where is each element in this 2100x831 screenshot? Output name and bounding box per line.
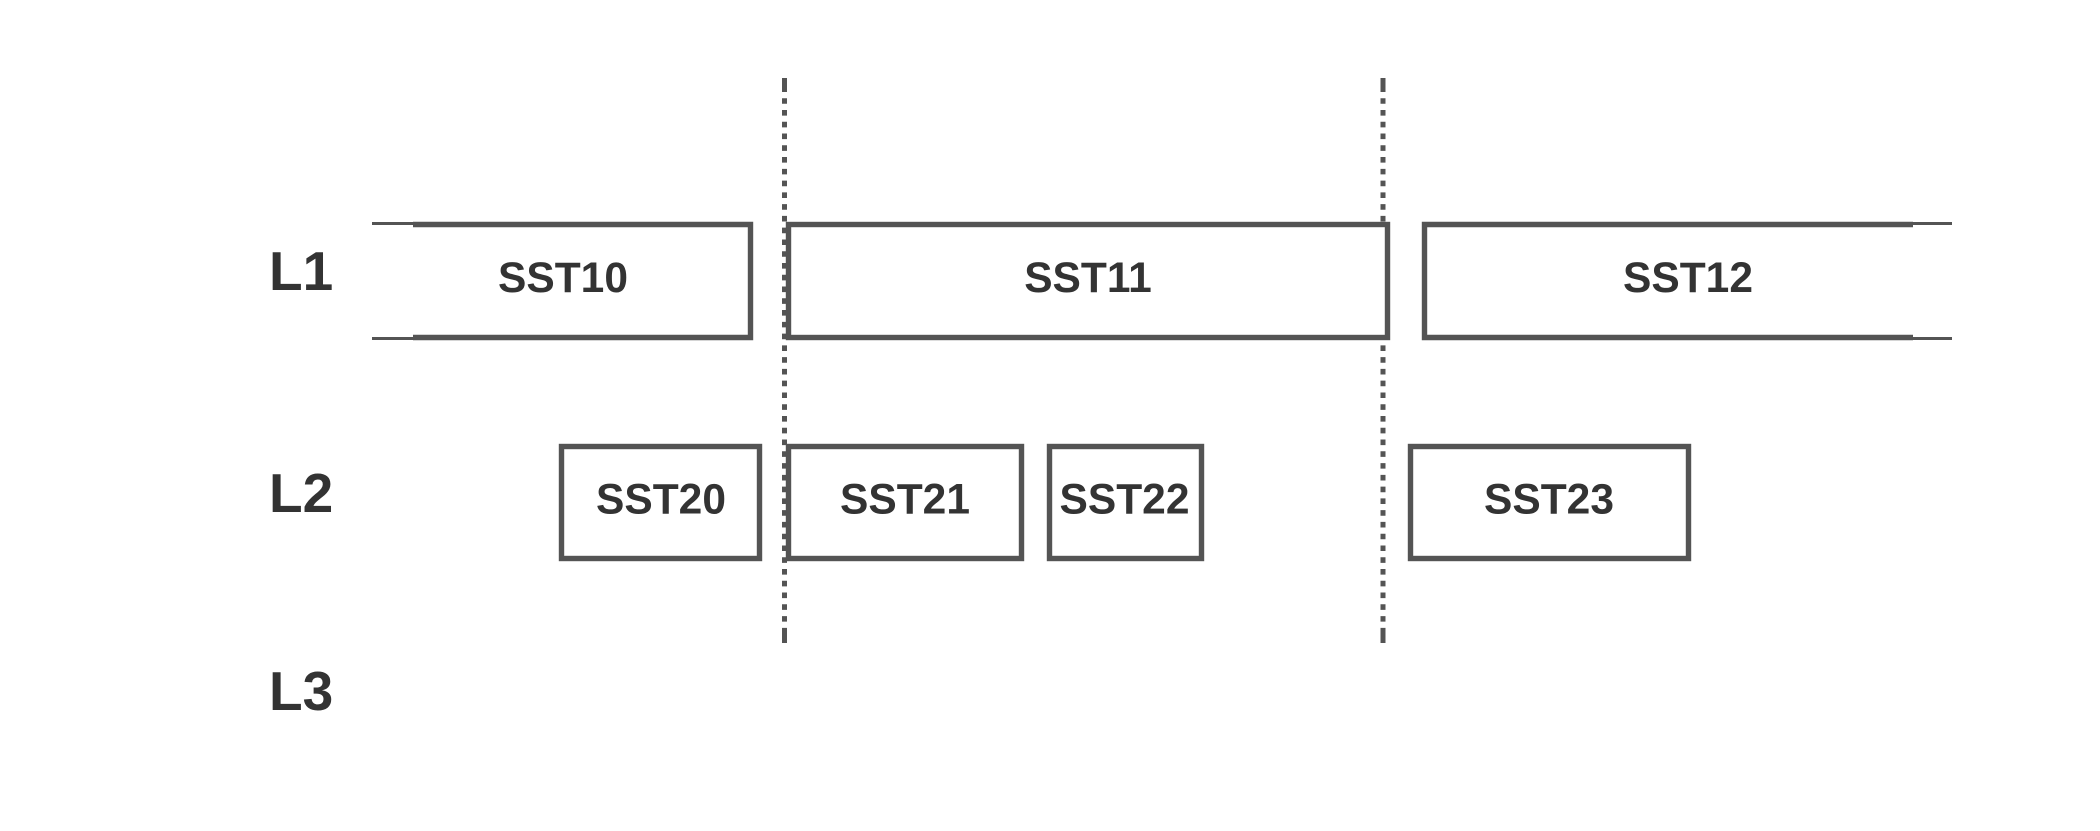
svg-text:SST12: SST12	[1623, 255, 1753, 302]
svg-text:SST21: SST21	[840, 477, 970, 524]
svg-text:SST10: SST10	[498, 255, 628, 302]
svg-text:L1: L1	[269, 240, 333, 302]
svg-text:SST23: SST23	[1484, 477, 1614, 524]
svg-text:L2: L2	[269, 462, 333, 524]
svg-text:SST22: SST22	[1060, 477, 1190, 524]
svg-text:L3: L3	[269, 660, 333, 722]
svg-text:SST11: SST11	[1024, 255, 1152, 302]
svg-text:SST20: SST20	[596, 477, 726, 524]
